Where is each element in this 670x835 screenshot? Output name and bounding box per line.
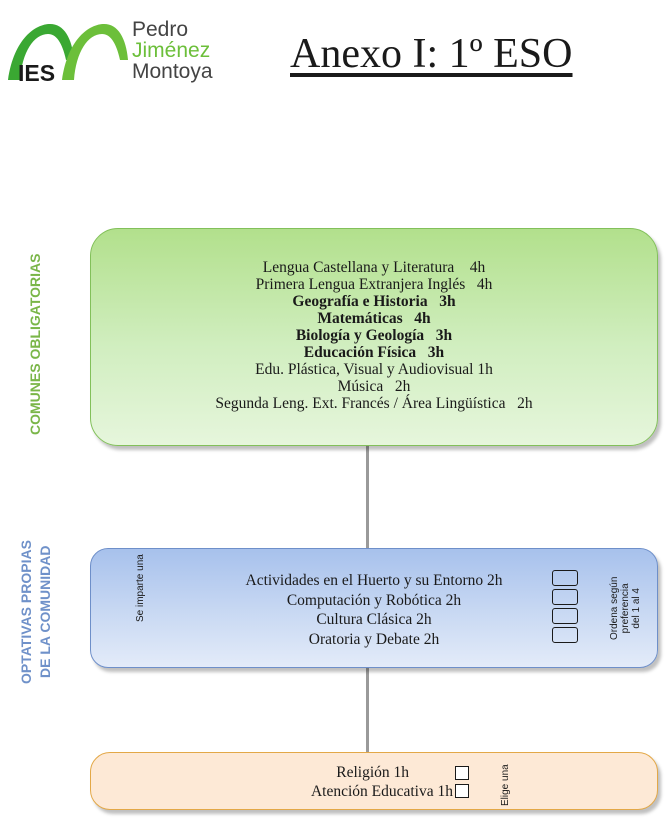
ordena-line2: preferencia xyxy=(620,583,631,634)
religion-option-list: Religión 1h Atención Educativa 1h xyxy=(311,763,453,801)
preference-box-3[interactable] xyxy=(552,608,578,624)
subject-item: Lengua Castellana y Literatura 4h xyxy=(262,259,486,276)
connector-line-top xyxy=(366,446,369,550)
ordena-line3: del 1 al 4 xyxy=(631,588,642,629)
logo-name-line2: Jiménez xyxy=(132,39,211,62)
subject-item: Geografía e Historia 3h xyxy=(292,293,456,310)
subject-item: Matemáticas 4h xyxy=(317,310,431,327)
comunes-subject-list: Lengua Castellana y Literatura 4h Primer… xyxy=(91,259,657,412)
optativa-item: Oratoria y Debate 2h xyxy=(308,630,440,648)
atencion-educativa-checkbox[interactable] xyxy=(455,784,469,798)
optativas-section-label-line2: DE LA COMUNIDAD xyxy=(37,545,53,678)
optativas-section-label-line1: OPTATIVAS PROPIAS xyxy=(18,540,34,684)
logo-arches-icon xyxy=(8,24,128,80)
page-title: Anexo I: 1º ESO xyxy=(290,31,573,77)
school-logo: IES Pedro Jiménez Montoya xyxy=(6,18,231,90)
connector-line-bottom xyxy=(366,668,369,754)
preference-box-2[interactable] xyxy=(552,589,578,605)
elige-una-note: Elige una xyxy=(500,764,511,806)
subject-item: Segunda Leng. Ext. Francés / Área Lingüí… xyxy=(215,395,533,412)
preference-box-4[interactable] xyxy=(552,627,578,643)
ordena-preferencia-note: Ordena según preferencia del 1 al 4 xyxy=(609,577,642,640)
ordena-line1: Ordena según xyxy=(609,576,620,640)
comunes-section-label: COMUNES OBLIGATORIAS xyxy=(27,253,43,436)
subject-item: Primera Lengua Extranjera Inglés 4h xyxy=(255,276,493,293)
subject-item: Edu. Plástica, Visual y Audiovisual 1h xyxy=(255,361,493,378)
subject-item: Educación Física 3h xyxy=(303,344,445,361)
logo-school-name: Pedro Jiménez Montoya xyxy=(132,18,213,83)
optativa-item: Computación y Robótica 2h xyxy=(286,591,462,609)
se-imparte-note: Se imparte una xyxy=(135,554,146,622)
logo-name-line1: Pedro xyxy=(132,18,189,41)
subject-item: Biología y Geología 3h xyxy=(295,327,453,344)
atencion-educativa-option: Atención Educativa 1h xyxy=(310,783,453,800)
religion-box: Religión 1h Atención Educativa 1h xyxy=(90,752,658,810)
preference-box-1[interactable] xyxy=(552,570,578,586)
religion-checkbox[interactable] xyxy=(455,766,469,780)
logo-ies-text: IES xyxy=(18,60,56,86)
religion-option: Religión 1h xyxy=(336,764,409,781)
logo-name-line3: Montoya xyxy=(132,60,213,83)
optativas-subject-list: Actividades en el Huerto y su Entorno 2h… xyxy=(91,571,657,649)
subject-item: Música 2h xyxy=(337,378,411,395)
optativa-item: Actividades en el Huerto y su Entorno 2h xyxy=(245,572,503,589)
optativa-item: Cultura Clásica 2h xyxy=(316,611,432,628)
comunes-box: Lengua Castellana y Literatura 4h Primer… xyxy=(90,228,658,446)
